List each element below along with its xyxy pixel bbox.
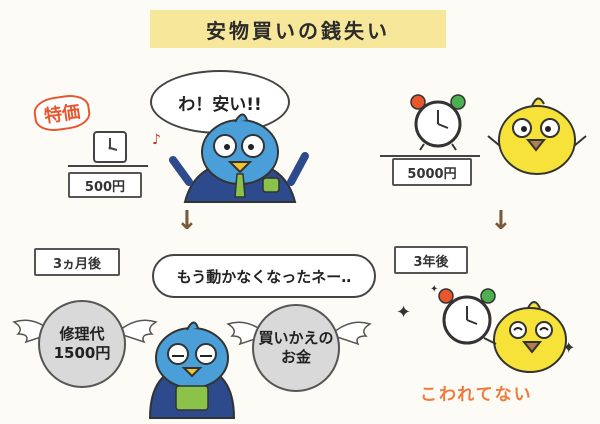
sparkle-icon: ✦	[430, 284, 439, 295]
wing-right-icon	[119, 319, 158, 344]
alarm-clock-working-icon	[438, 288, 496, 345]
clock-stand	[68, 165, 148, 167]
coin-repair-cost: 修理代 1500円	[38, 300, 126, 388]
small-clock-icon	[93, 131, 127, 163]
arrow-down-icon: ↓	[176, 206, 198, 236]
music-note-icon: ♪	[152, 132, 161, 148]
yellow-bird-hugging	[483, 301, 567, 373]
price-tag-cheap: 500円	[68, 172, 142, 198]
speech-bubble-broken: もう動かなくなったネー‥	[152, 254, 376, 298]
sparkle-icon: ✦	[396, 302, 412, 323]
yellow-bird	[487, 97, 587, 175]
coin-replacement-amount: お金	[280, 348, 311, 366]
wing-right-icon	[333, 321, 372, 346]
coin-repair-amount: 1500円	[53, 344, 111, 362]
arrow-down-icon: ↓	[490, 206, 512, 236]
page-title: 安物買いの銭失い	[150, 10, 446, 48]
period-label-3-months: 3ヵ月後	[34, 248, 120, 276]
price-tag-expensive: 5000円	[392, 158, 472, 186]
sale-badge: 特価	[31, 92, 93, 134]
period-label-3-years: 3年後	[394, 246, 468, 274]
coin-replacement-label: 買いかえの	[258, 329, 334, 348]
alarm-clock-icon	[410, 94, 466, 151]
blue-bird-sad	[148, 321, 236, 419]
blue-bird-excited	[169, 113, 309, 203]
coin-replacement-money: 買いかえの お金	[252, 304, 340, 392]
clock-stand	[380, 155, 480, 157]
coin-repair-label: 修理代	[59, 325, 105, 344]
result-text-not-broken: こわれてない	[420, 385, 533, 405]
